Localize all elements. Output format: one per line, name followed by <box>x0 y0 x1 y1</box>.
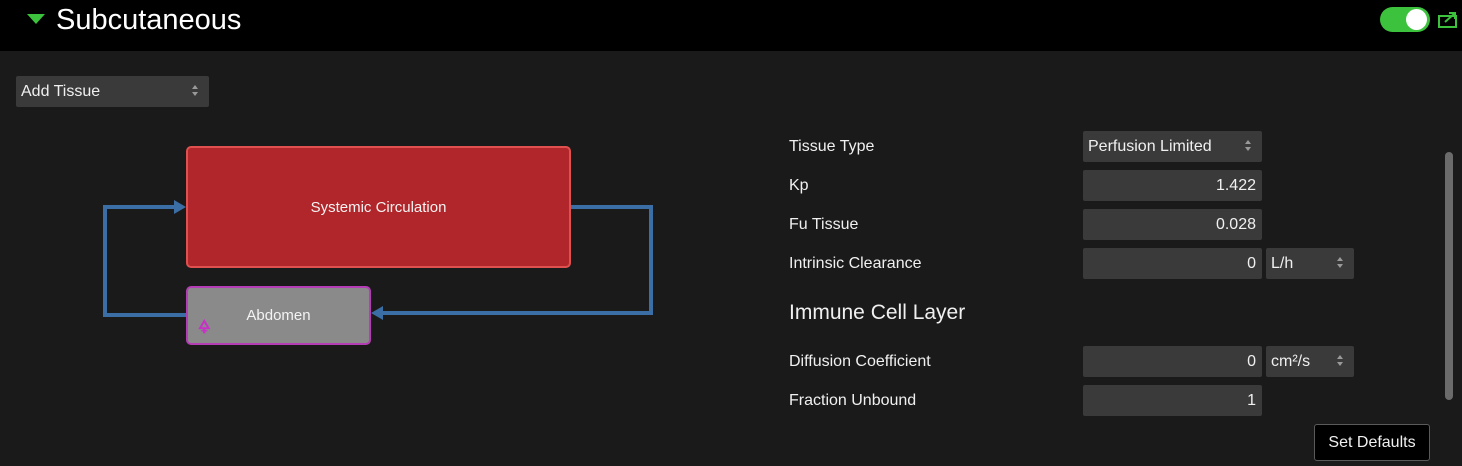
diffusion-coefficient-input[interactable]: 0 <box>1083 346 1262 377</box>
kp-label: Kp <box>789 177 809 194</box>
diffusion-coefficient-unit-select[interactable]: cm²/s <box>1266 346 1354 377</box>
systemic-circulation-node[interactable]: Systemic Circulation <box>186 146 571 268</box>
abdomen-label: Abdomen <box>246 307 311 324</box>
export-icon[interactable] <box>1438 11 1458 28</box>
add-tissue-select[interactable]: Add Tissue <box>16 76 209 107</box>
fu-tissue-input[interactable]: 0.028 <box>1083 209 1262 240</box>
fraction-unbound-label: Fraction Unbound <box>789 392 917 409</box>
select-chevron-icon <box>1337 354 1345 368</box>
tissue-icon: 🜍 <box>198 317 211 337</box>
kp-input[interactable]: 1.422 <box>1083 170 1262 201</box>
enable-toggle[interactable] <box>1380 7 1430 32</box>
section-header: Subcutaneous <box>0 0 1462 51</box>
immune-cell-layer-title: Immune Cell Layer <box>789 301 966 324</box>
systemic-circulation-label: Systemic Circulation <box>310 198 447 216</box>
add-tissue-label: Add Tissue <box>21 83 101 100</box>
abdomen-node[interactable]: 🜍 Abdomen <box>186 286 371 345</box>
section-title: Subcutaneous <box>56 4 242 36</box>
intrinsic-clearance-input[interactable]: 0 <box>1083 248 1262 279</box>
intrinsic-clearance-unit-select[interactable]: L/h <box>1266 248 1354 279</box>
toggle-knob <box>1406 9 1427 30</box>
fu-tissue-label: Fu Tissue <box>789 216 859 233</box>
select-chevron-icon <box>192 84 200 98</box>
select-chevron-icon <box>1337 256 1345 270</box>
diffusion-coefficient-label: Diffusion Coefficient <box>789 353 931 370</box>
fraction-unbound-input[interactable]: 1 <box>1083 385 1262 416</box>
diagram-connectors <box>103 200 653 320</box>
intrinsic-clearance-unit: L/h <box>1271 255 1294 272</box>
set-defaults-button[interactable]: Set Defaults <box>1314 424 1430 461</box>
select-chevron-icon <box>1245 139 1253 153</box>
panel-scrollbar[interactable] <box>1445 152 1453 400</box>
diffusion-coefficient-unit: cm²/s <box>1271 353 1311 370</box>
tissue-type-label: Tissue Type <box>789 138 875 155</box>
tissue-type-value: Perfusion Limited <box>1088 138 1212 155</box>
tissue-type-select[interactable]: Perfusion Limited <box>1083 131 1262 162</box>
collapse-arrow-icon[interactable] <box>27 14 45 24</box>
intrinsic-clearance-label: Intrinsic Clearance <box>789 255 922 272</box>
